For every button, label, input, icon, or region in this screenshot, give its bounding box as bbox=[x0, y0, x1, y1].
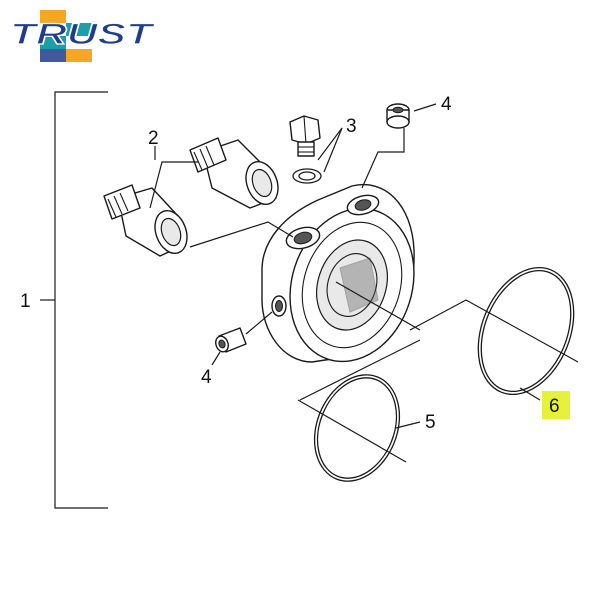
callout-1: 1 bbox=[20, 291, 31, 312]
exploded-axis bbox=[297, 281, 579, 463]
callout-3: 3 bbox=[346, 116, 357, 137]
callout-2-leaders bbox=[149, 146, 294, 248]
callout-2: 2 bbox=[148, 128, 159, 149]
callout-5: 5 bbox=[425, 412, 436, 433]
plug-bolt bbox=[289, 115, 321, 157]
o-ring-small bbox=[313, 374, 401, 482]
logo-text: TRUST bbox=[10, 18, 156, 51]
assembly-bracket bbox=[40, 91, 108, 509]
callout-4-top-leader bbox=[413, 103, 437, 112]
callout-4-top: 4 bbox=[441, 94, 452, 115]
callout-3-leaders bbox=[317, 127, 343, 173]
callout-4-side-leader bbox=[211, 351, 221, 366]
sealing-washer bbox=[292, 168, 322, 184]
set-screw-side bbox=[215, 327, 247, 353]
sandwich-plate-body bbox=[261, 183, 415, 363]
callout-6-leader bbox=[519, 387, 541, 401]
set-screw-side-path bbox=[245, 311, 273, 335]
set-screw-top-path bbox=[361, 128, 405, 189]
fitting-upper bbox=[189, 137, 279, 209]
callout-5-leader bbox=[395, 421, 421, 429]
fitting-lower bbox=[103, 184, 188, 257]
callout-6: 6 bbox=[549, 396, 560, 417]
o-ring-large bbox=[477, 266, 575, 396]
trust-logo: TRUST bbox=[9, 10, 156, 62]
callout-6-highlight bbox=[542, 391, 570, 419]
set-screw-top bbox=[386, 103, 410, 129]
callout-4-side: 4 bbox=[201, 367, 212, 388]
